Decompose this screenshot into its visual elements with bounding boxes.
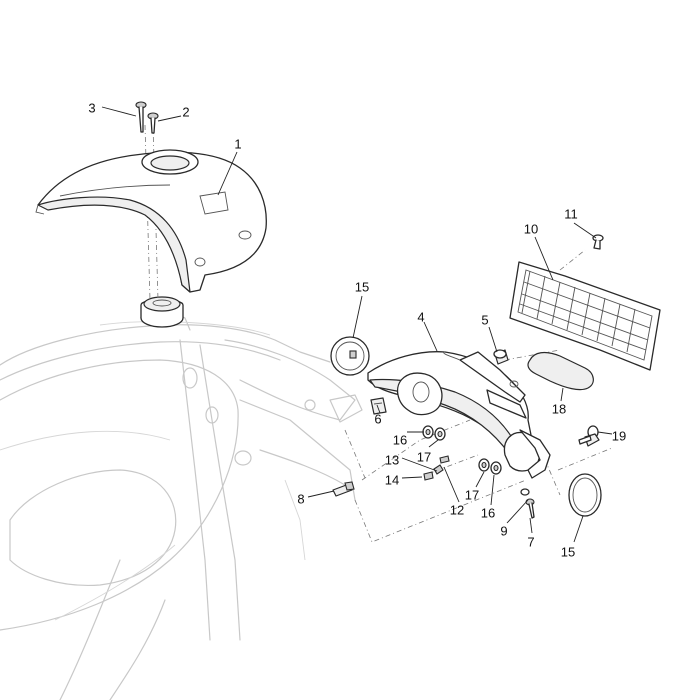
callout-c17b: 17	[465, 487, 479, 502]
callout-c15a: 15	[355, 279, 369, 294]
callout-c17a: 17	[417, 449, 431, 464]
callout-c18: 18	[552, 401, 566, 416]
part-reflector-right	[568, 473, 602, 517]
part-clip	[370, 397, 387, 415]
part-bolt	[493, 349, 509, 365]
part-bolt-side	[578, 425, 600, 447]
scooter-frame-ghost	[0, 314, 363, 700]
callout-c19: 19	[612, 428, 626, 443]
part-screw-lower	[520, 488, 535, 519]
fuel-cap	[140, 296, 184, 328]
callout-c6: 6	[374, 411, 381, 426]
part-plate-grid	[509, 261, 661, 371]
callout-c8: 8	[297, 491, 304, 506]
callout-c1: 1	[234, 136, 241, 151]
callout-c4: 4	[417, 309, 424, 324]
callout-c9: 9	[500, 523, 507, 538]
part-rear-cover	[35, 149, 267, 293]
callout-c15b: 15	[561, 544, 575, 559]
callout-c10: 10	[524, 221, 538, 236]
callout-c16b: 16	[481, 505, 495, 520]
callout-c3: 3	[88, 100, 95, 115]
callout-c5: 5	[481, 312, 488, 327]
callout-c14: 14	[385, 472, 399, 487]
part-washers	[422, 425, 502, 475]
part-screw-clip	[332, 481, 355, 497]
part-screw-plate	[592, 234, 604, 250]
callout-c2: 2	[182, 104, 189, 119]
leader-lines	[101, 106, 613, 543]
callout-c7: 7	[527, 534, 534, 549]
part-rubber-pad	[527, 351, 594, 391]
part-pins	[423, 455, 450, 481]
callout-c12: 12	[450, 502, 464, 517]
callout-c16a: 16	[393, 432, 407, 447]
callout-c11: 11	[564, 206, 578, 221]
part-screws-top	[135, 101, 159, 134]
part-reflector-left	[330, 336, 370, 376]
callout-c13: 13	[385, 452, 399, 467]
part-plate-holder	[367, 351, 551, 479]
